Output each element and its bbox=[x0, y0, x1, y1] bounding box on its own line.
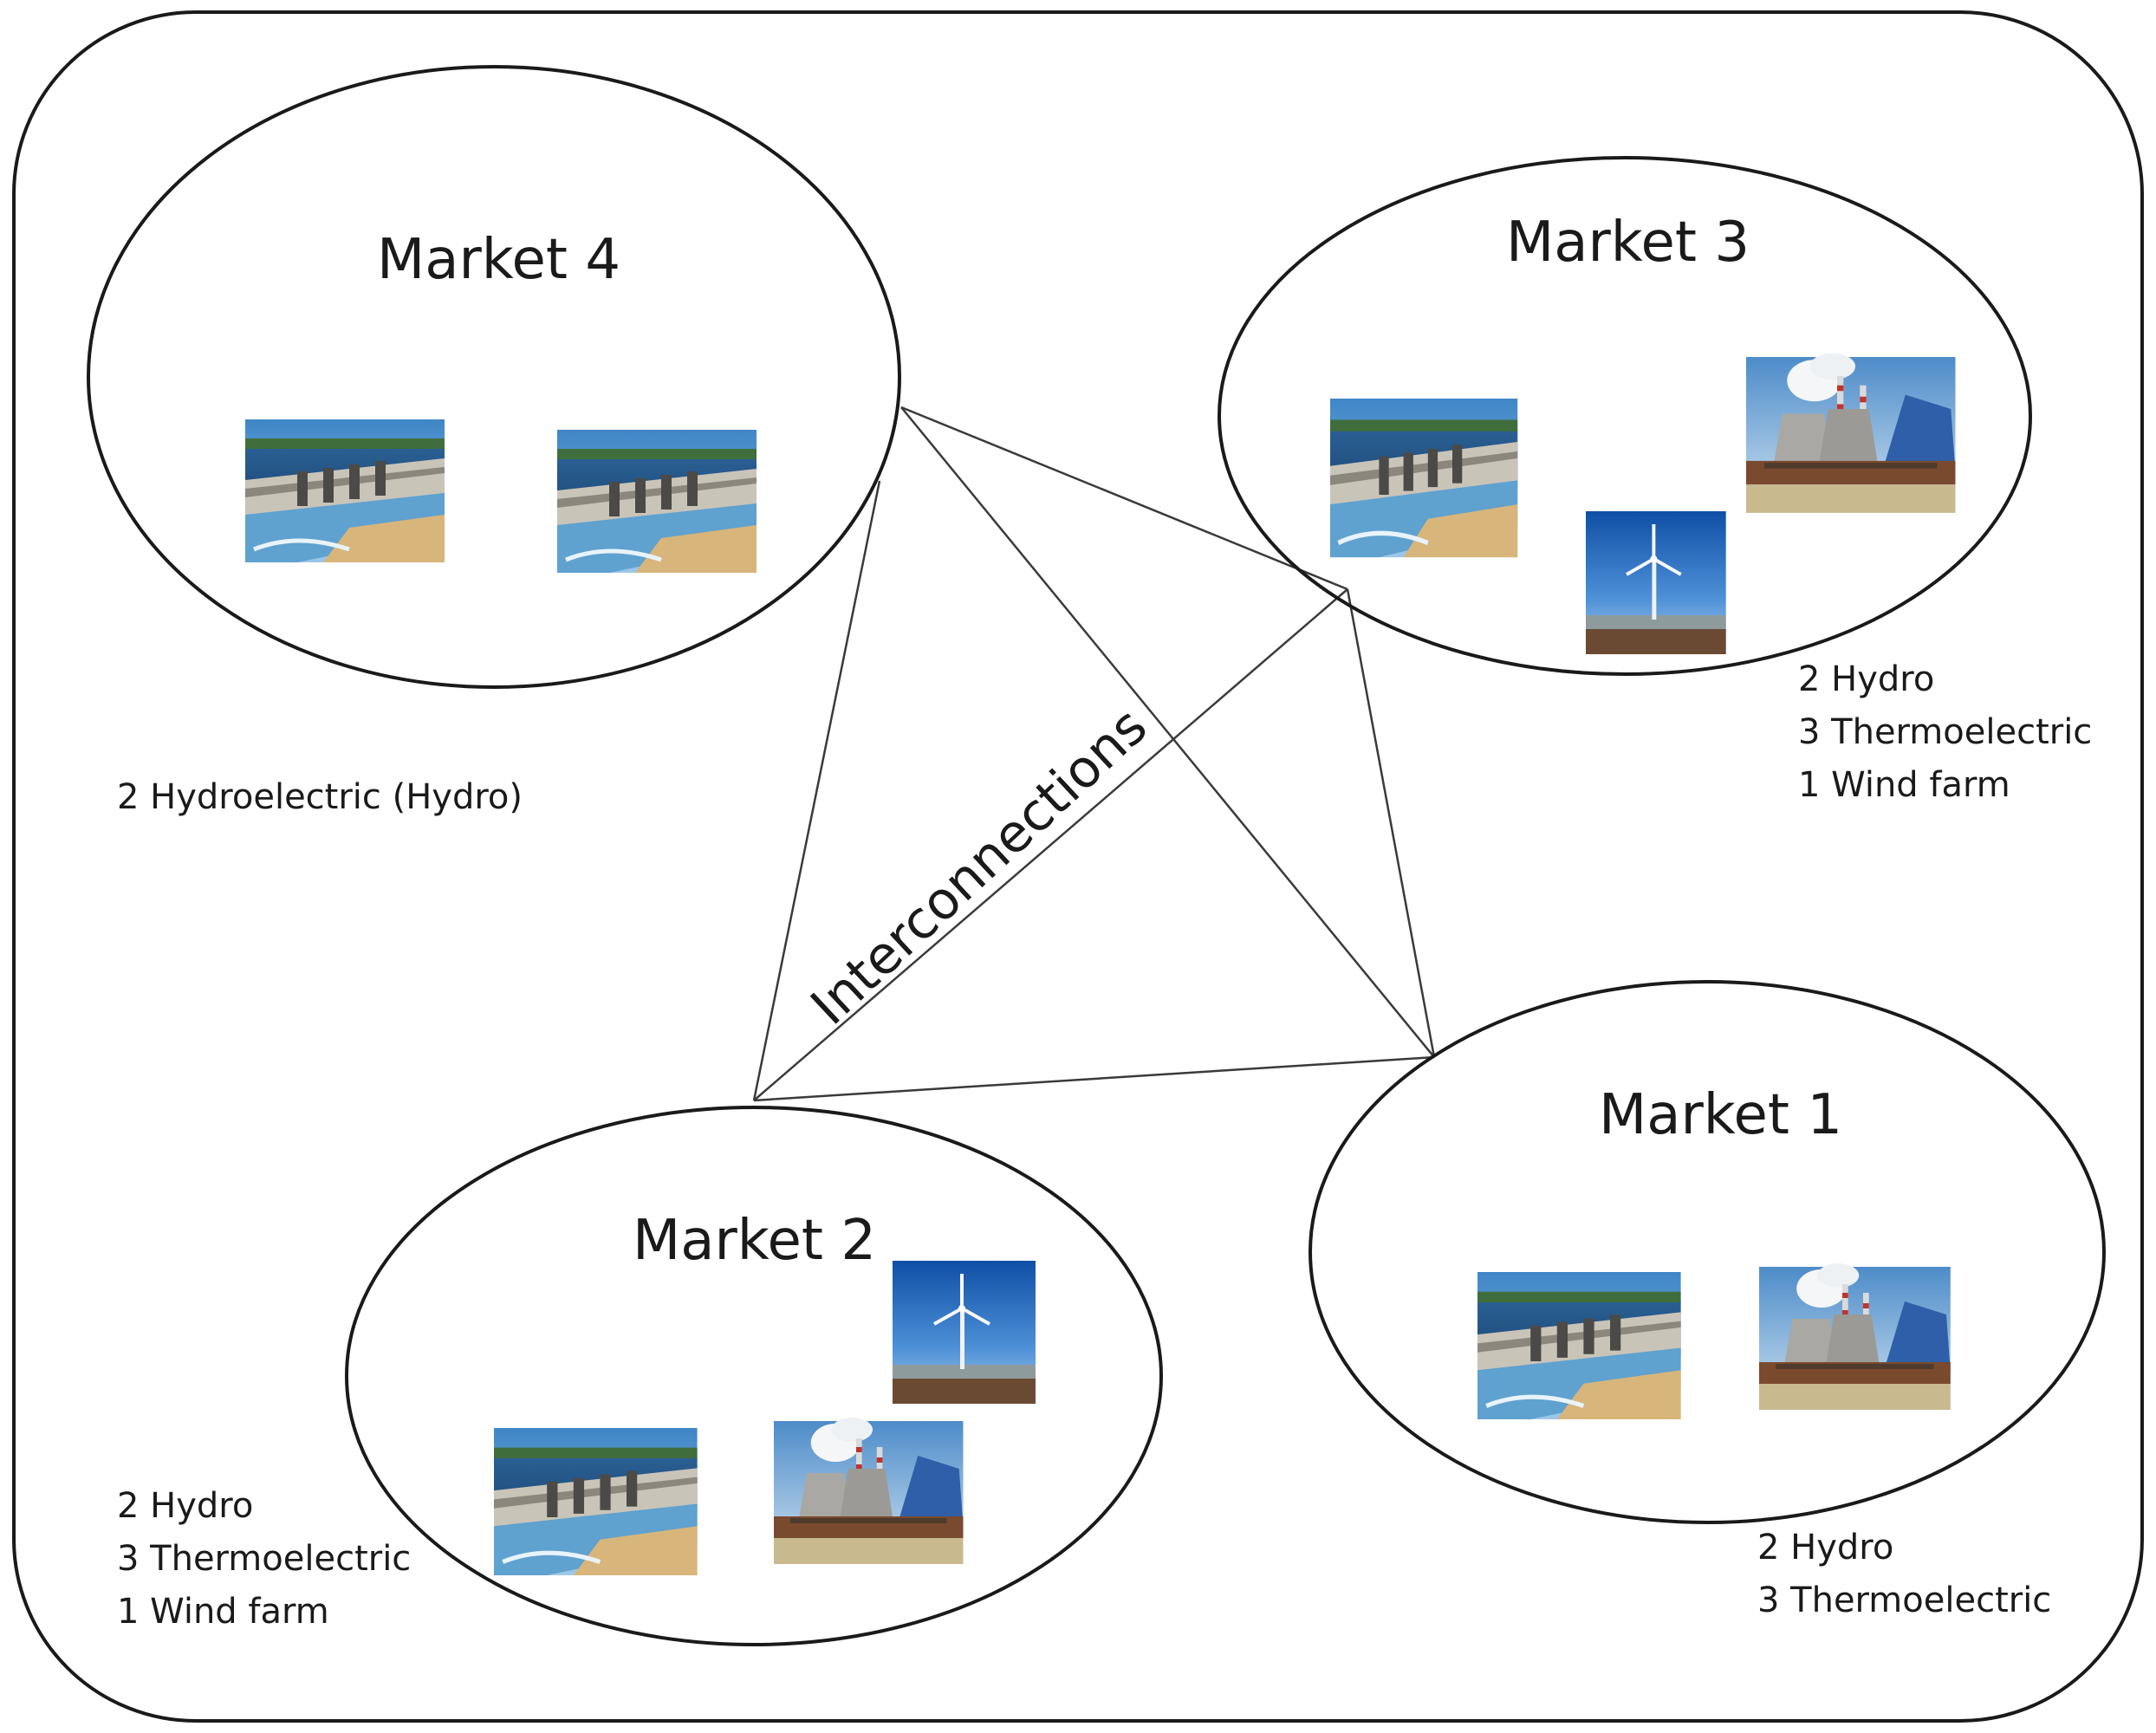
note-line: 2 Hydroelectric (Hydro) bbox=[117, 777, 523, 817]
note-line: 3 Thermoelectric bbox=[117, 1539, 412, 1579]
note-line: 3 Thermoelectric bbox=[1798, 712, 2093, 752]
market-3-ellipse bbox=[1218, 156, 2032, 676]
thermo-icon bbox=[774, 1418, 964, 1564]
hydro-icon bbox=[245, 419, 445, 562]
note-line: 1 Wind farm bbox=[1798, 765, 2010, 805]
thermo-icon bbox=[1745, 353, 1956, 513]
note-line: 3 Thermoelectric bbox=[1757, 1580, 2052, 1620]
thermo-icon bbox=[1759, 1263, 1951, 1410]
market-1-note: 2 Hydro 3 Thermoelectric bbox=[1757, 1522, 2051, 1627]
link-m4-m2 bbox=[752, 480, 881, 1101]
market-1-ellipse bbox=[1309, 980, 2106, 1524]
hydro-icon bbox=[1330, 399, 1517, 557]
note-line: 1 Wind farm bbox=[117, 1592, 329, 1632]
link-m3-m2 bbox=[753, 588, 1348, 1101]
hydro-icon bbox=[1477, 1272, 1681, 1419]
market-3-note: 2 Hydro 3 Thermoelectric 1 Wind farm bbox=[1798, 653, 2092, 812]
market-2-note: 2 Hydro 3 Thermoelectric 1 Wind farm bbox=[117, 1480, 411, 1639]
market-4-title: Market 4 bbox=[377, 228, 621, 292]
note-line: 2 Hydro bbox=[117, 1486, 254, 1526]
note-line: 2 Hydro bbox=[1798, 659, 1935, 699]
market-4-ellipse bbox=[87, 65, 901, 689]
wind-icon bbox=[891, 1259, 1037, 1405]
market-2-ellipse bbox=[345, 1106, 1163, 1646]
link-m2-m1 bbox=[753, 1055, 1435, 1102]
market-4-note: 2 Hydroelectric (Hydro) bbox=[117, 771, 523, 824]
wind-icon bbox=[1584, 510, 1728, 656]
note-line: 2 Hydro bbox=[1757, 1528, 1894, 1567]
link-m4-m1 bbox=[900, 406, 1435, 1058]
hydro-icon bbox=[494, 1428, 698, 1575]
market-3-title: Market 3 bbox=[1506, 211, 1750, 275]
market-1-title: Market 1 bbox=[1599, 1083, 1843, 1147]
interconnection-lines bbox=[752, 406, 1436, 1102]
market-2-title: Market 2 bbox=[633, 1209, 877, 1273]
link-m4-m3 bbox=[900, 406, 1348, 591]
outer-boundary bbox=[12, 10, 2144, 1723]
hydro-icon bbox=[557, 430, 757, 573]
link-m3-m1 bbox=[1346, 588, 1436, 1058]
